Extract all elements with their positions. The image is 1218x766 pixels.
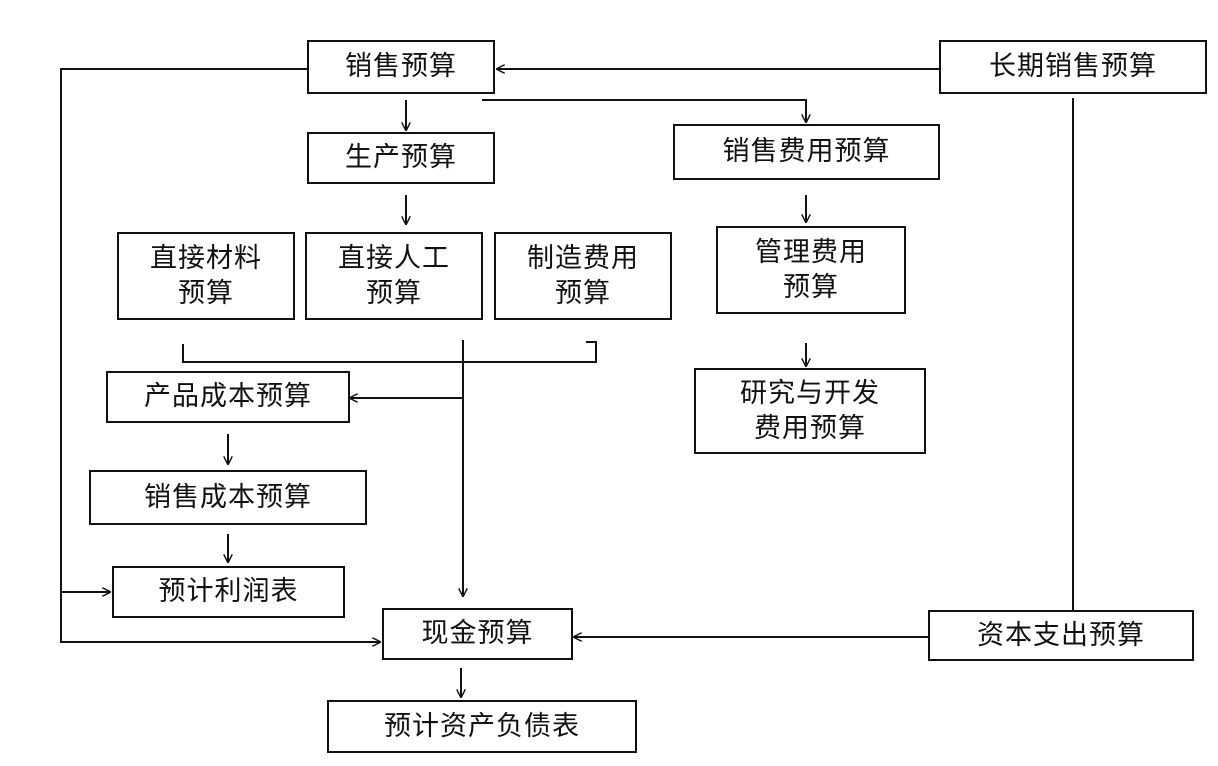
node-direct-labor-budget: 直接人工 预算	[305, 232, 483, 320]
node-label: 预计资产负债表	[384, 710, 580, 742]
node-capital-expenditure-budget: 资本支出预算	[928, 610, 1194, 661]
node-label: 销售成本预算	[144, 481, 312, 513]
node-product-cost-budget: 产品成本预算	[106, 371, 350, 423]
node-projected-balance-sheet: 预计资产负债表	[327, 700, 637, 753]
node-label: 销售预算	[345, 51, 457, 83]
node-label: 销售费用预算	[722, 136, 891, 168]
node-long-term-sales-budget: 长期销售预算	[939, 40, 1207, 94]
node-label: 预计利润表	[158, 576, 299, 608]
node-label: 生产预算	[345, 142, 457, 174]
node-label: 直接人工 预算	[338, 242, 450, 309]
node-cost-of-sales-budget: 销售成本预算	[89, 470, 367, 525]
node-projected-income-statement: 预计利润表	[112, 566, 345, 618]
node-direct-material-budget: 直接材料 预算	[117, 232, 295, 320]
edge-cost-bracket	[182, 341, 597, 363]
node-label: 直接材料 预算	[150, 242, 262, 309]
edge-sales-to-selling-expense	[482, 99, 806, 122]
node-label: 制造费用 预算	[527, 242, 639, 309]
node-selling-expense-budget: 销售费用预算	[673, 124, 940, 180]
node-label: 长期销售预算	[989, 51, 1157, 83]
node-manufacturing-overhead-budget: 制造费用 预算	[494, 232, 672, 320]
node-label: 资本支出预算	[977, 619, 1145, 651]
edge-sales-left-loop	[60, 68, 380, 642]
node-production-budget: 生产预算	[307, 132, 495, 184]
node-label: 管理费用 预算	[755, 236, 867, 303]
node-sales-budget: 销售预算	[307, 40, 495, 94]
node-label: 研究与开发 费用预算	[740, 377, 880, 444]
node-label: 现金预算	[421, 618, 534, 650]
node-rd-expense-budget: 研究与开发 费用预算	[694, 368, 926, 454]
node-cash-budget: 现金预算	[382, 608, 573, 660]
node-label: 产品成本预算	[144, 381, 312, 413]
node-admin-expense-budget: 管理费用 预算	[716, 226, 906, 314]
